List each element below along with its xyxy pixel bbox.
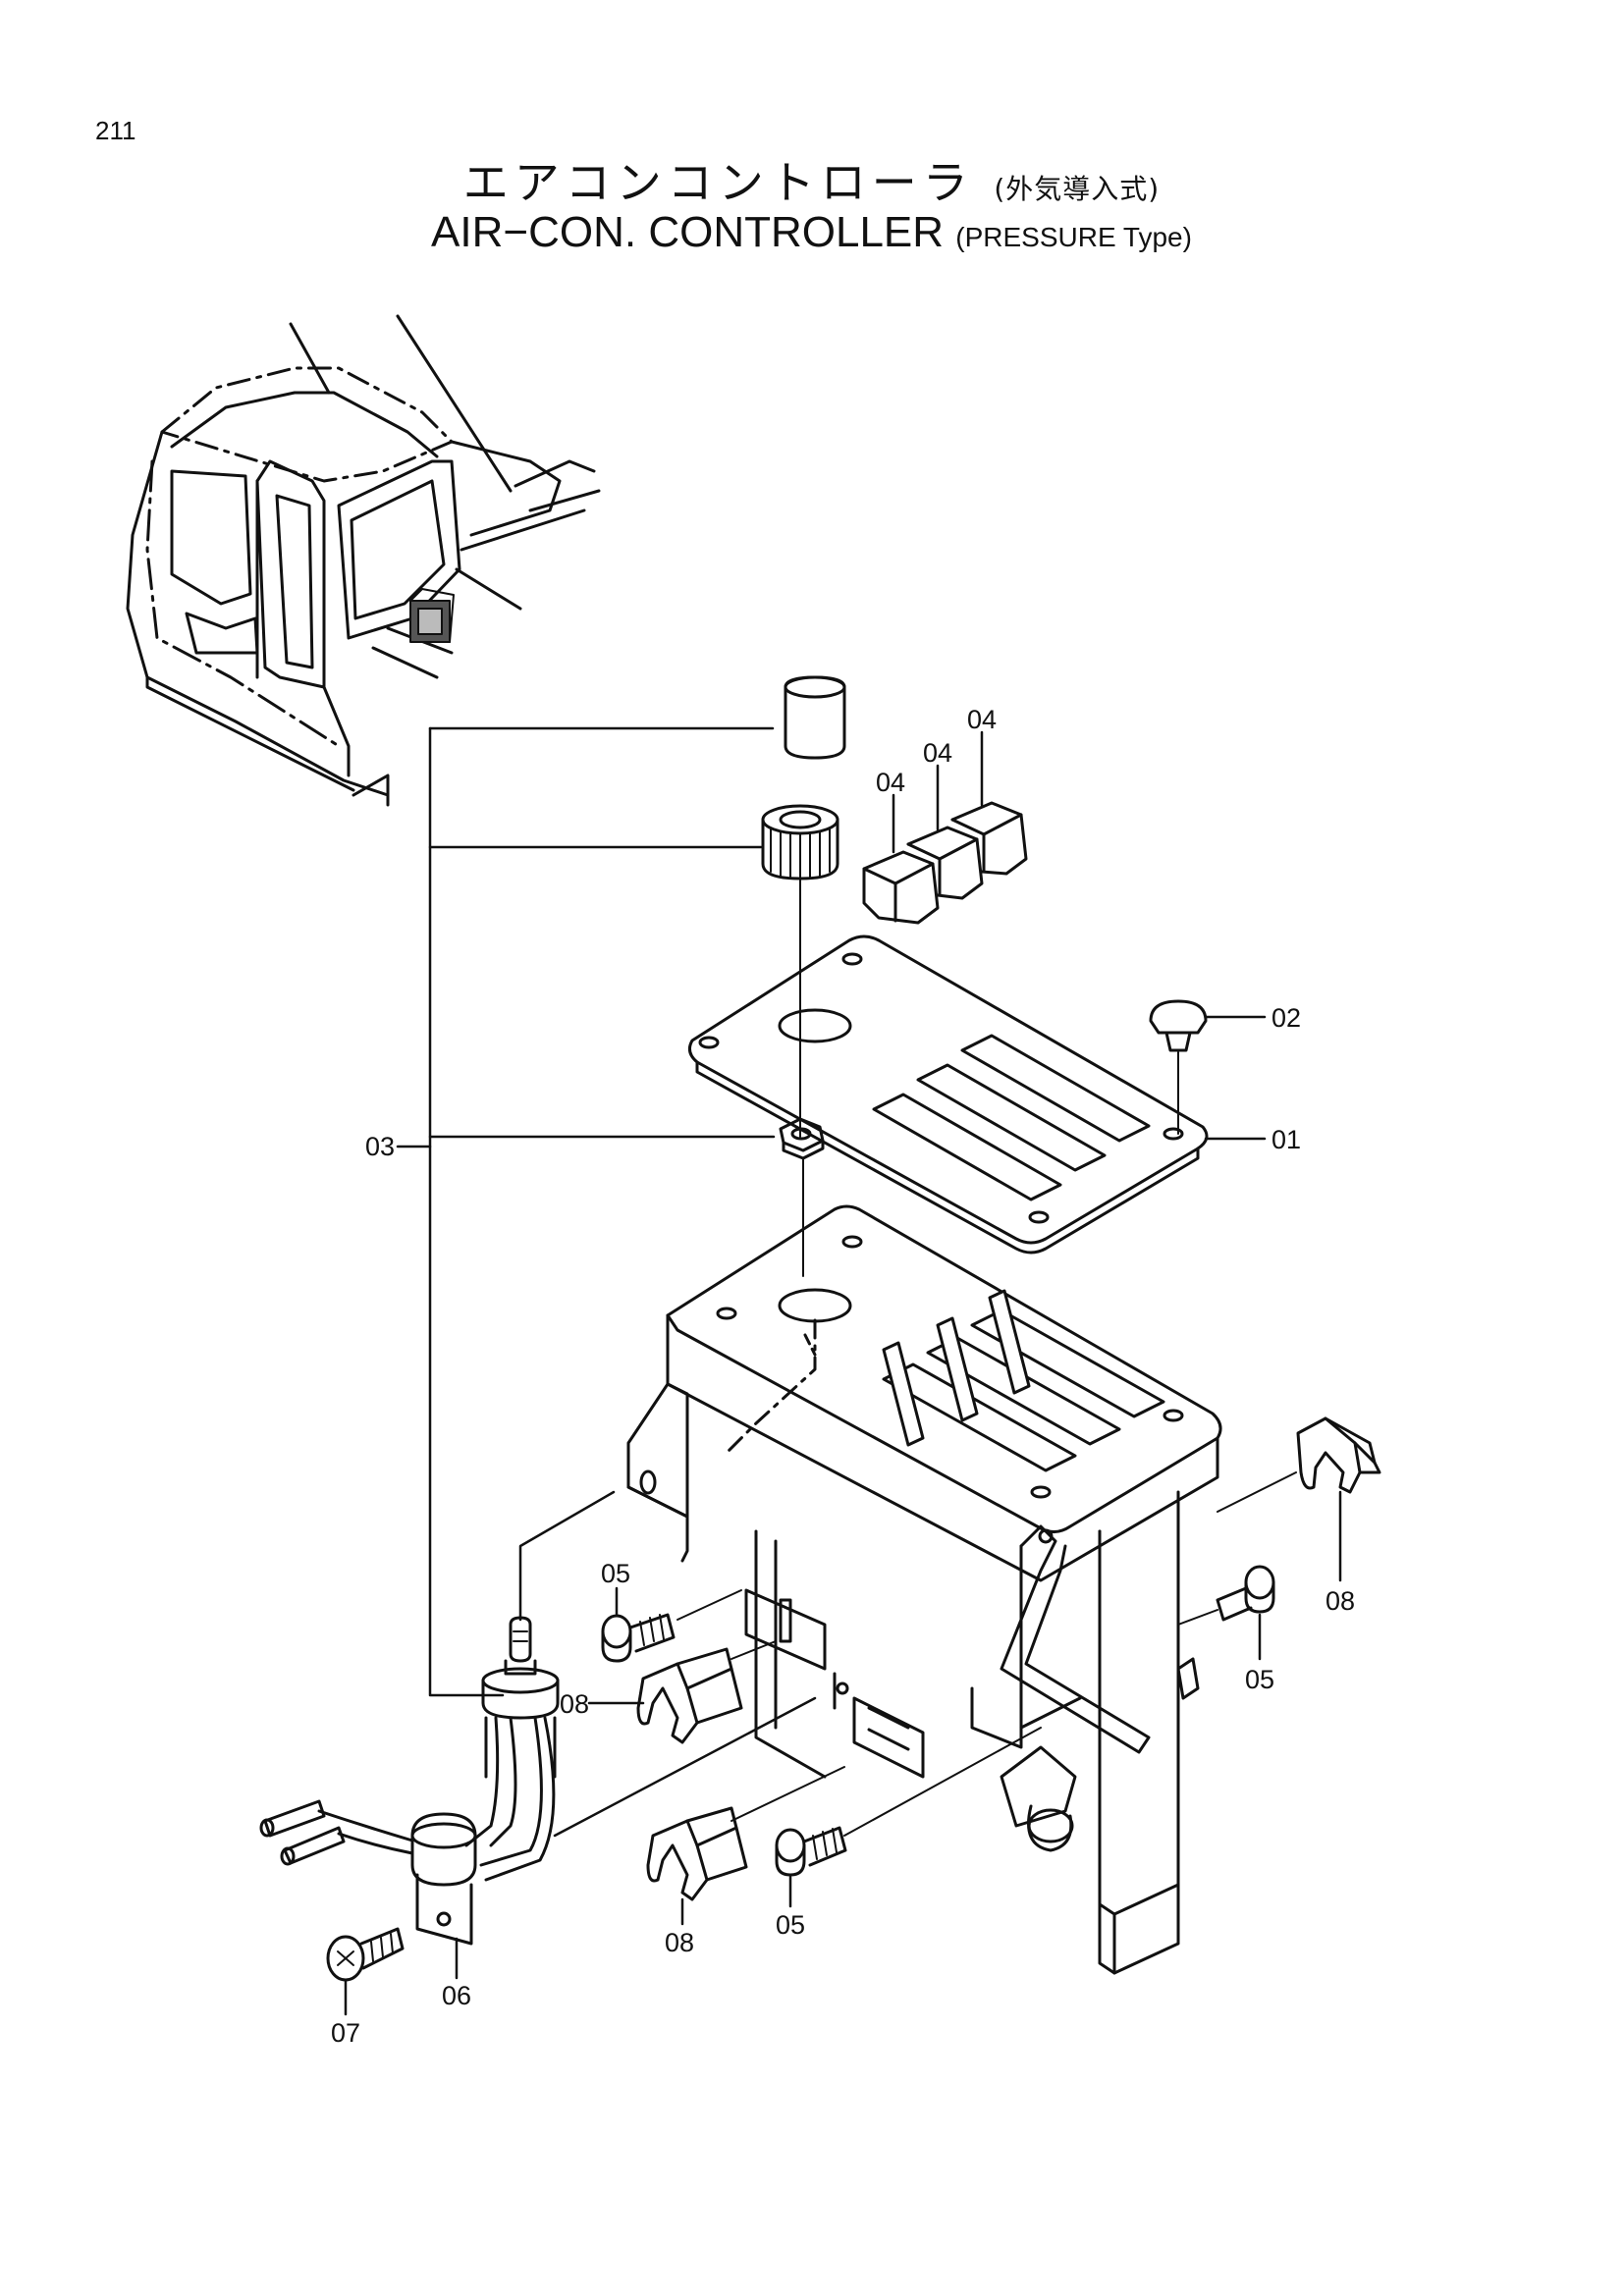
controller-bracket-part — [626, 1204, 1222, 1975]
wire-clamp-part — [259, 1799, 477, 1980]
page-number: 211 — [95, 116, 136, 145]
clip-08-right-part — [1217, 1416, 1381, 1582]
callout-06: 06 — [442, 1981, 471, 2010]
callout-08-right: 08 — [1325, 1586, 1355, 1616]
nut-part — [779, 1117, 825, 1277]
callout-05-right: 05 — [1245, 1665, 1274, 1694]
title-jp-main: エアコンコントローラ — [462, 156, 974, 209]
callout-01: 01 — [1271, 1125, 1301, 1154]
callout-08-left: 08 — [560, 1689, 589, 1719]
callout-05-left: 05 — [601, 1559, 630, 1588]
title-en-main: AIR−CON. CONTROLLER — [431, 208, 945, 256]
pressure-sensor-part — [464, 1490, 817, 1882]
callout-04-middle: 04 — [923, 738, 952, 768]
bolt-05-left-part — [601, 1586, 742, 1663]
title-jp-sub: (外気導入式) — [994, 173, 1161, 205]
cab-illustration — [126, 314, 601, 807]
callout-04-left: 04 — [876, 768, 905, 797]
callout-04-right: 04 — [967, 705, 997, 734]
clip-08-left-part — [587, 1640, 777, 1744]
callout-02: 02 — [1271, 1003, 1301, 1033]
callout-05-bottom: 05 — [776, 1910, 805, 1940]
callout-03: 03 — [365, 1132, 395, 1161]
callout-07: 07 — [331, 2018, 360, 2048]
title-en-sub: (PRESSURE Type) — [955, 222, 1192, 252]
plug-button-part — [1149, 999, 1267, 1135]
callout-08-bottom: 08 — [665, 1928, 694, 1957]
bolt-05-bottom-part — [775, 1727, 1042, 1908]
callout-03-bracket — [396, 726, 776, 1697]
clip-08-bottom-part — [646, 1766, 845, 1926]
cover-plate-part — [687, 934, 1209, 1255]
knurled-knob-part — [761, 804, 839, 1138]
lever-knobs-part — [862, 730, 1028, 925]
controller-location-marker — [409, 588, 455, 643]
title-japanese: エアコンコントローラ (外気導入式) — [0, 147, 1623, 212]
screw-07-part — [326, 1927, 405, 2016]
title-english: AIR−CON. CONTROLLER (PRESSURE Type) — [0, 208, 1623, 257]
bolt-05-right-part — [1177, 1565, 1275, 1661]
knob-cap-part — [784, 675, 846, 760]
